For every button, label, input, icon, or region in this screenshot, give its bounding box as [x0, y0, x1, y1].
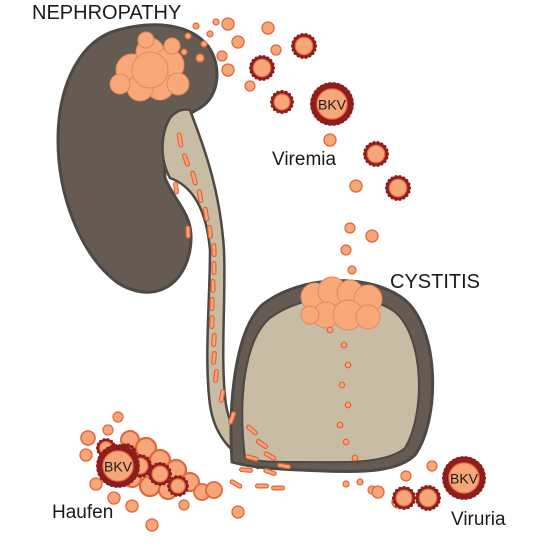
- lesion-lobe: [164, 38, 180, 54]
- kidney-particle: [181, 49, 187, 55]
- haufen-particle: [232, 506, 244, 518]
- virus-rod-core: [199, 192, 201, 201]
- kidney-particle: [196, 54, 204, 62]
- lesion-lobe: [356, 305, 380, 329]
- viremia-particle: [345, 223, 355, 233]
- virion-core: [152, 466, 168, 482]
- virus-rod-core: [179, 135, 181, 145]
- viremia-particle: [366, 230, 378, 242]
- viruria-virion: [415, 485, 441, 511]
- lesion-lobe: [167, 73, 189, 95]
- haufen-particle: [113, 412, 123, 422]
- virus-rod-core: [214, 336, 215, 345]
- lesion-lobe: [132, 52, 168, 88]
- viremia-virion: [291, 33, 317, 59]
- virus-rod-core: [176, 184, 177, 192]
- virion-core: [419, 489, 437, 507]
- virion-core: [295, 37, 313, 55]
- virus-rod-core: [242, 470, 251, 471]
- haufen-bkv-virion: BKV: [96, 444, 140, 488]
- label-viremia: Viremia: [272, 150, 336, 169]
- viruria-particle: [372, 486, 384, 498]
- viremia-virion: [385, 175, 411, 201]
- viremia-virion: [363, 141, 389, 167]
- viremia-bkv-virion: BKV: [310, 82, 354, 126]
- virion-label: BKV: [104, 459, 133, 475]
- viremia-particle: [222, 64, 234, 76]
- viremia-particle: [232, 36, 244, 48]
- bladder-lesion: [301, 277, 382, 330]
- viremia-particle: [348, 266, 356, 274]
- virus-rod-core: [205, 209, 207, 219]
- haufen-particle: [80, 449, 92, 461]
- bladder-wall-particle: [339, 382, 345, 388]
- haufen-particle: [90, 478, 102, 490]
- bladder-wall-particle: [341, 342, 347, 348]
- virus-rod-core: [216, 372, 217, 381]
- bladder-wall-particle: [345, 402, 351, 408]
- bladder-wall-particle: [327, 327, 333, 333]
- bladder-wall-particle: [343, 439, 349, 445]
- kidney-particle: [193, 23, 199, 29]
- viruria-virion: [392, 486, 416, 510]
- label-cystitis: CYSTITIS: [390, 272, 480, 292]
- kidney-particle: [207, 31, 213, 37]
- viruria-particle: [343, 481, 349, 487]
- viremia-particle: [271, 45, 281, 55]
- viruria-particle: [357, 479, 363, 485]
- virion-core: [367, 145, 385, 163]
- virus-rod-core: [210, 228, 211, 237]
- virion-core: [396, 490, 412, 506]
- virion-core: [274, 94, 290, 110]
- viremia-particle: [217, 51, 227, 61]
- viruria-particle: [427, 461, 437, 471]
- haufen-particle: [179, 500, 189, 510]
- haufen-particle: [103, 425, 113, 435]
- lesion-lobe: [110, 74, 130, 94]
- viremia-particle: [350, 180, 362, 192]
- haufen-particle: [146, 519, 158, 531]
- virus-rod-core: [214, 354, 215, 363]
- bladder-wall-particle: [337, 422, 343, 428]
- haufen-particle: [81, 431, 95, 445]
- label-nephropathy: NEPHROPATHY: [32, 3, 181, 23]
- virion-label: BKV: [450, 471, 479, 487]
- haufen-particle: [126, 500, 138, 512]
- lesion-lobe: [301, 306, 319, 324]
- virion-label: BKV: [318, 97, 347, 113]
- label-viruria: Viruria: [451, 510, 506, 529]
- virion-core: [171, 479, 185, 493]
- viremia-particle: [341, 245, 351, 255]
- viremia-particle: [222, 18, 234, 30]
- viremia-virion: [249, 55, 275, 81]
- viremia-virion: [270, 90, 294, 114]
- bladder-wall-particle: [345, 362, 351, 368]
- viremia-particle: [324, 134, 336, 146]
- kidney-particle: [201, 41, 207, 47]
- virion-core: [389, 179, 407, 197]
- virion-core: [253, 59, 271, 77]
- viruria-bkv-virion: BKV: [442, 456, 486, 500]
- bladder-wall-particle: [352, 455, 358, 461]
- label-haufen: Haufen: [52, 503, 113, 522]
- viremia-particle: [245, 81, 255, 91]
- virus-rod-core: [221, 392, 223, 401]
- viruria-particle: [401, 471, 411, 481]
- virus-rod-core: [280, 465, 289, 467]
- viremia-particle: [262, 22, 274, 34]
- lesion-lobe: [138, 32, 154, 48]
- haufen-particle: [206, 482, 222, 498]
- kidney-particle: [185, 33, 191, 39]
- kidney-particle: [213, 19, 219, 25]
